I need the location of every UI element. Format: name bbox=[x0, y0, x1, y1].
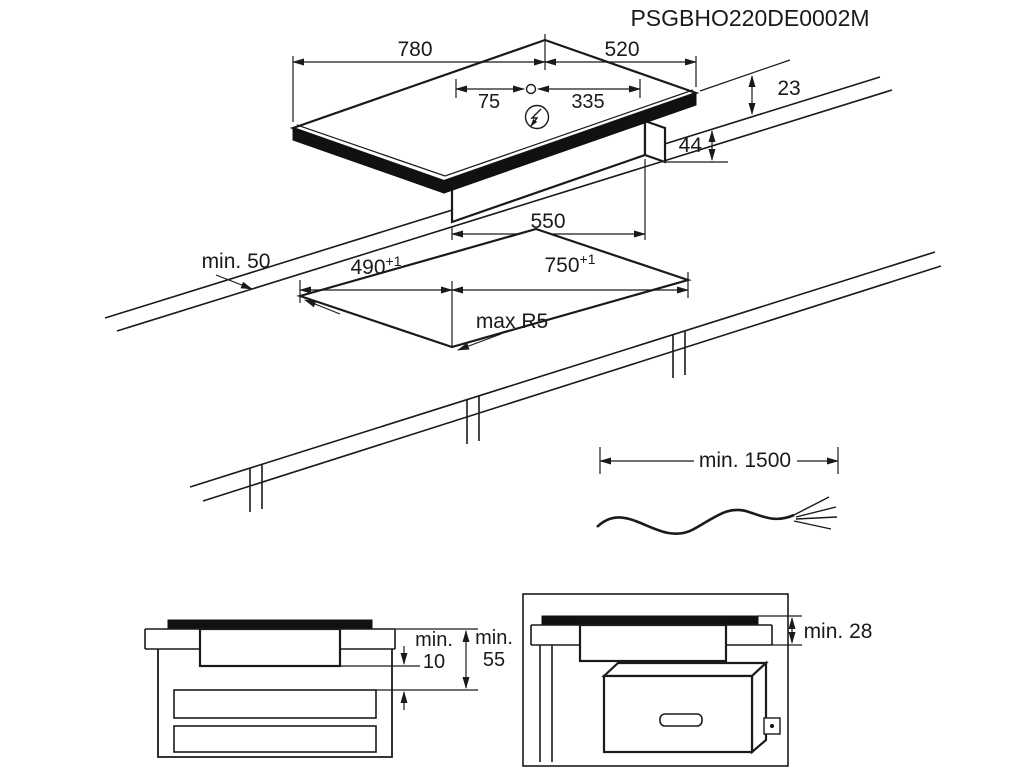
dim-cutout-width-label: 750+1 bbox=[544, 251, 595, 277]
worktop-profile bbox=[144, 628, 396, 650]
hob-body-profile bbox=[198, 627, 342, 668]
dim-oven-clearance: min. 28 bbox=[758, 615, 873, 646]
dim-edge-clearance-label: min. 50 bbox=[202, 250, 271, 273]
hob-body-profile-2 bbox=[578, 623, 728, 663]
dim-gap-hob-to-drawer: min. 10 bbox=[340, 629, 478, 710]
dim-height-above-label: 23 bbox=[777, 77, 800, 100]
power-cable-icon bbox=[596, 496, 838, 535]
cabinet-wall-lines bbox=[249, 331, 686, 512]
oven-handle bbox=[659, 713, 703, 727]
hob-glass-profile-2 bbox=[541, 615, 759, 626]
drawer-front-1 bbox=[173, 689, 377, 719]
dim-base-width-label: 550 bbox=[530, 210, 565, 233]
hob-glass-profile bbox=[167, 619, 373, 630]
dim-corner-radius-label: max R5 bbox=[476, 310, 548, 333]
power-cable-view: min. 1500 bbox=[596, 447, 839, 535]
cabinet-outline bbox=[157, 649, 393, 758]
dim-cutout-sizes: 490+1 750+1 bbox=[299, 251, 689, 347]
dim-cable-length: min. 1500 bbox=[599, 447, 839, 474]
drawer-clearance-view: min. 10 min. 55 bbox=[144, 619, 513, 758]
dim-cable-length-label: min. 1500 bbox=[699, 449, 791, 472]
drawer-front-2 bbox=[173, 725, 377, 753]
dim-corner-radius: max R5 bbox=[457, 310, 548, 351]
dim-hob-width-label: 780 bbox=[397, 38, 432, 61]
dim-height-below-label: 44 bbox=[679, 134, 703, 157]
dim-hob-depth-label: 520 bbox=[604, 38, 639, 61]
dim-cutout-depth-label: 490+1 bbox=[350, 253, 401, 279]
dim-connection-position: 75 335 bbox=[455, 79, 641, 113]
oven-outline bbox=[601, 660, 781, 755]
part-number: PSGBHO220DE0002M bbox=[630, 5, 869, 31]
connection-point bbox=[525, 83, 537, 95]
worktop-cutout-view: 490+1 750+1 min. 50 max R5 bbox=[189, 227, 942, 512]
dim-oven-clearance-label: min. 28 bbox=[804, 620, 873, 643]
dim-hob-depth: 520 bbox=[544, 38, 697, 87]
oven-clearance-view: min. 28 bbox=[522, 593, 873, 767]
dim-height-above: 23 bbox=[699, 59, 801, 115]
cabinet-wall-left bbox=[539, 645, 553, 762]
title-block: PSGBHO220DE0002M bbox=[630, 5, 869, 31]
worktop-edge-lines-lower bbox=[189, 251, 942, 502]
dim-gap1-value: 10 bbox=[423, 651, 445, 673]
dim-connection-left-label: 75 bbox=[478, 91, 500, 113]
dim-height-below: 44 bbox=[665, 130, 728, 163]
lightning-bolt-icon bbox=[530, 108, 542, 127]
dim-edge-clearance: min. 50 bbox=[202, 250, 341, 315]
dim-gap1-prefix: min. bbox=[415, 629, 453, 651]
dim-hob-width: 780 bbox=[292, 34, 546, 122]
dim-gap2-value: 55 bbox=[483, 649, 505, 671]
hob-body bbox=[289, 38, 700, 194]
dim-gap2-prefix: min. bbox=[475, 627, 513, 649]
hob-isometric-view: 550 44 780 520 bbox=[289, 34, 801, 240]
detail-frame bbox=[522, 593, 789, 767]
dim-connection-right-label: 335 bbox=[571, 91, 604, 113]
socket-pin bbox=[770, 724, 774, 728]
dim-gap-worktop-to-drawer: min. 55 bbox=[395, 627, 513, 689]
worktop-profile-2 bbox=[530, 624, 773, 646]
electrical-connection-icon bbox=[524, 104, 550, 130]
